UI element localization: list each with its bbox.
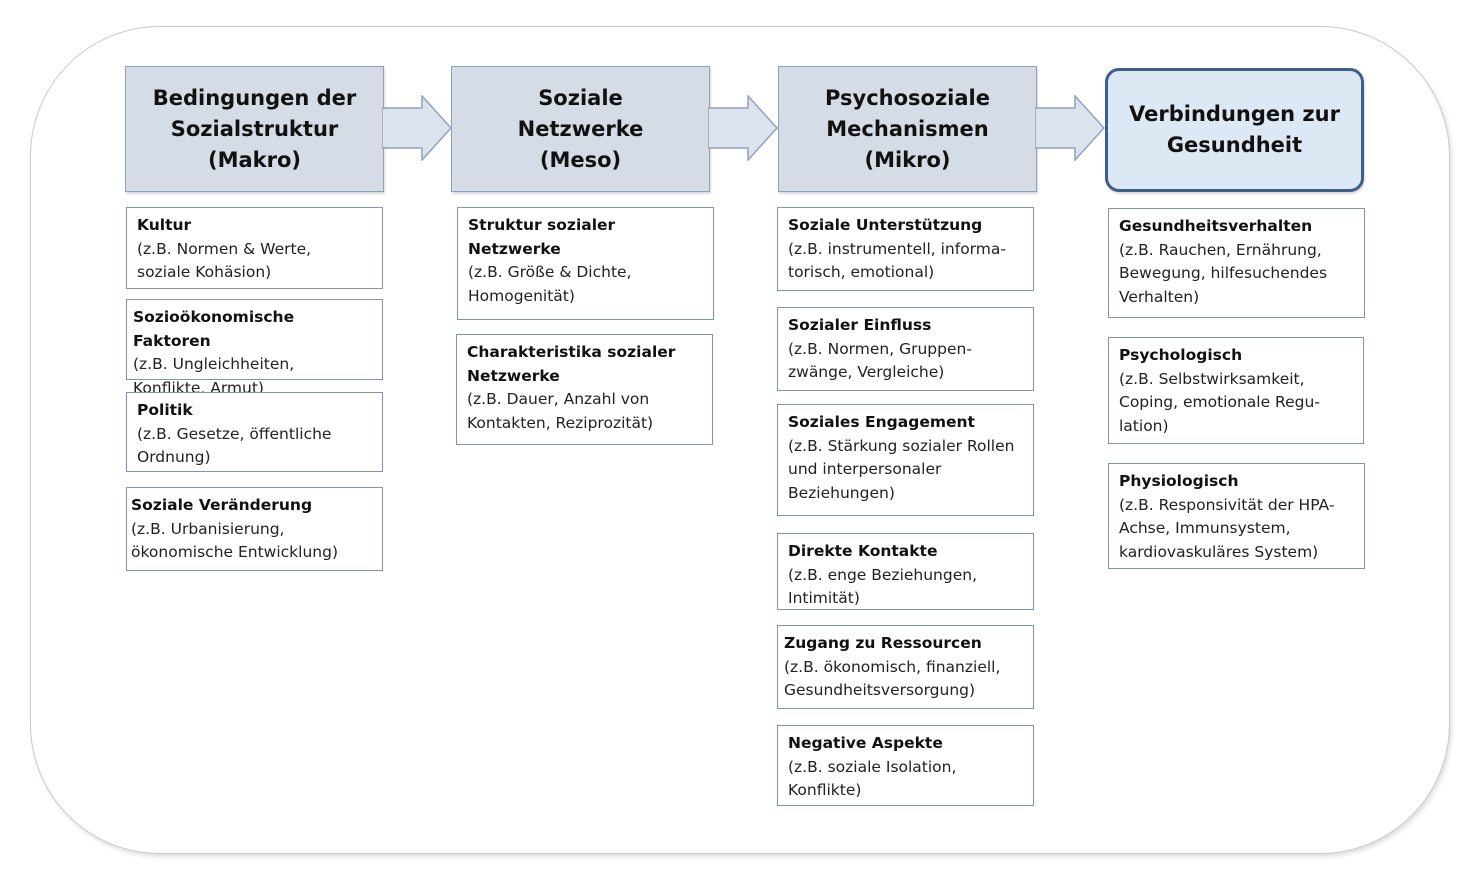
box-soziale-unterstuetzung: Soziale Unterstützung (z.B. instrumentel… — [777, 207, 1034, 291]
box-title: Sozialer Einfluss — [788, 316, 932, 334]
box-title: Struktur sozialer Netzwerke — [468, 216, 616, 258]
header-mikro: Psychosoziale Mechanismen (Mikro) — [778, 66, 1037, 192]
box-sozialer-einfluss: Sozialer Einfluss (z.B. Normen, Gruppen-… — [777, 307, 1034, 391]
box-soziale-veraenderung: Soziale Veränderung (z.B. Urbanisierung,… — [126, 487, 383, 571]
box-description: (z.B. Responsivität der HPA- Achse, Immu… — [1119, 495, 1335, 561]
box-title: Physiologisch — [1119, 472, 1239, 490]
box-title: Negative Aspekte — [788, 734, 943, 752]
box-description: (z.B. Normen & Werte, soziale Kohäsion) — [137, 239, 312, 282]
box-description: (z.B. instrumentell, informa- torisch, e… — [788, 239, 1006, 282]
box-title: Gesundheitsverhalten — [1119, 217, 1313, 235]
box-description: (z.B. Normen, Gruppen- zwänge, Vergleich… — [788, 339, 972, 382]
box-politik: Politik (z.B. Gesetze, öffentliche Ordnu… — [126, 392, 383, 472]
box-title: Psychologisch — [1119, 346, 1243, 364]
box-description: (z.B. soziale Isolation, Konflikte) — [788, 757, 957, 800]
box-title: Politik — [137, 401, 193, 419]
box-description: (z.B. ökonomisch, finanziell, Gesundheit… — [784, 657, 1001, 700]
box-title: Soziales Engagement — [788, 413, 975, 431]
box-title: Kultur — [137, 216, 192, 234]
box-title: Sozioökonomische Faktoren — [133, 308, 295, 350]
box-kultur: Kultur (z.B. Normen & Werte, soziale Koh… — [126, 207, 383, 289]
box-soziooekonomische-faktoren: Sozioökonomische Faktoren (z.B. Ungleich… — [126, 299, 383, 397]
box-description: (z.B. Gesetze, öffentliche Ordnung) — [137, 424, 332, 467]
box-soziales-engagement: Soziales Engagement (z.B. Stärkung sozia… — [777, 404, 1034, 516]
box-charakteristika-sozialer-netzwerke: Charakteristika sozialer Netzwerke (z.B.… — [456, 334, 713, 445]
box-description: (z.B. Dauer, Anzahl von Kontakten, Rezip… — [467, 390, 654, 432]
box-gesundheitsverhalten: Gesundheitsverhalten (z.B. Rauchen, Ernä… — [1108, 208, 1365, 318]
header-meso: Soziale Netzwerke (Meso) — [451, 66, 710, 192]
arrow-right-icon — [708, 95, 778, 161]
box-title: Zugang zu Ressourcen — [784, 634, 982, 652]
box-description: (z.B. Selbstwirksamkeit, Coping, emotion… — [1119, 369, 1320, 435]
arrow-right-icon — [1035, 95, 1105, 161]
box-description: (z.B. enge Beziehungen, Intimität) — [788, 565, 978, 608]
box-negative-aspekte: Negative Aspekte (z.B. soziale Isolation… — [777, 725, 1034, 806]
box-title: Soziale Veränderung — [131, 496, 313, 514]
box-title: Charakteristika sozialer Netzwerke — [467, 343, 676, 385]
box-description: (z.B. Größe & Dichte, Homogenität) — [468, 263, 632, 305]
box-description: (z.B. Rauchen, Ernährung, Bewegung, hilf… — [1119, 240, 1328, 306]
arrow-right-icon — [382, 95, 452, 161]
header-gesundheit: Verbindungen zur Gesundheit — [1105, 68, 1364, 192]
box-zugang-zu-ressourcen: Zugang zu Ressourcen (z.B. ökonomisch, f… — [777, 625, 1034, 709]
box-title: Direkte Kontakte — [788, 542, 938, 560]
box-description: (z.B. Urbanisierung, ökonomische Entwick… — [131, 519, 339, 562]
box-physiologisch: Physiologisch (z.B. Responsivität der HP… — [1108, 463, 1365, 569]
box-struktur-sozialer-netzwerke: Struktur sozialer Netzwerke (z.B. Größe … — [457, 207, 714, 320]
header-makro: Bedingungen der Sozialstruktur (Makro) — [125, 66, 384, 192]
box-direkte-kontakte: Direkte Kontakte (z.B. enge Beziehungen,… — [777, 533, 1034, 610]
box-title: Soziale Unterstützung — [788, 216, 983, 234]
box-description: (z.B. Stärkung sozialer Rollen und inter… — [788, 436, 1015, 502]
box-psychologisch: Psychologisch (z.B. Selbstwirksamkeit, C… — [1108, 337, 1364, 444]
